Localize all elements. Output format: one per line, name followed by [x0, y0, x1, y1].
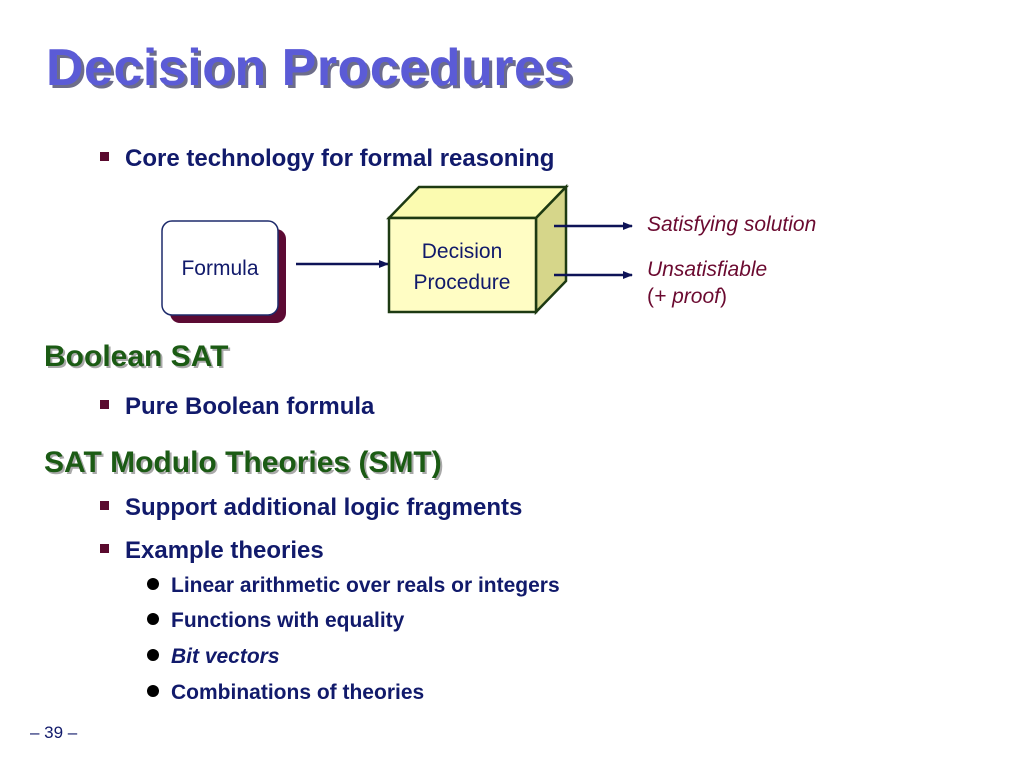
cube-label-line2: Procedure	[414, 271, 511, 294]
sub-bullet-text: Bit vectors	[171, 645, 280, 668]
cube-front-face	[387, 216, 538, 314]
formula-box	[161, 220, 279, 316]
output-unsat-label: Unsatisfiable	[647, 258, 768, 281]
bullet-pure-boolean: Pure Boolean formula	[100, 393, 374, 421]
sub-bullet-functions-equality: Functions with equality	[147, 609, 404, 633]
bullet-text: Support additional logic fragments	[125, 494, 523, 521]
proof-close-paren: )	[719, 285, 727, 308]
sub-bullet-text: Linear arithmetic over reals or integers	[171, 574, 560, 597]
square-bullet-icon	[100, 544, 109, 554]
output-satisfying-label: Satisfying solution	[647, 213, 817, 236]
section-heading-boolean-sat: Boolean SAT	[44, 340, 229, 373]
round-bullet-icon	[147, 613, 159, 626]
cube-label-line1: Decision	[422, 240, 503, 263]
bullet-text: Pure Boolean formula	[125, 393, 375, 420]
formula-box-label: Formula	[181, 257, 258, 280]
section-heading-smt: SAT Modulo Theories (SMT)	[44, 446, 442, 479]
round-bullet-icon	[147, 685, 159, 698]
sub-bullet-text: Combinations of theories	[171, 681, 425, 704]
bullet-support-fragments: Support additional logic fragments	[100, 494, 522, 522]
bullet-example-theories: Example theories	[100, 537, 324, 565]
proof-open-paren: (	[647, 285, 654, 308]
bullet-text: Example theories	[125, 537, 324, 564]
slide-title: Decision Procedures	[46, 39, 573, 97]
square-bullet-icon	[100, 501, 109, 511]
square-bullet-icon	[100, 400, 109, 410]
sub-bullet-bit-vectors: Bit vectors	[147, 645, 280, 669]
round-bullet-icon	[147, 649, 159, 662]
page-number: – 39 –	[30, 723, 78, 742]
sub-bullet-combinations: Combinations of theories	[147, 681, 424, 705]
square-bullet-icon	[100, 152, 109, 162]
sub-bullet-text: Functions with equality	[171, 609, 405, 632]
intro-bullet: Core technology for formal reasoning	[100, 145, 554, 173]
intro-bullet-text: Core technology for formal reasoning	[125, 145, 555, 172]
sub-bullet-linear-arithmetic: Linear arithmetic over reals or integers	[147, 574, 560, 598]
output-unsat-proof-label: (+ proof)	[647, 285, 727, 309]
proof-text: + proof	[654, 285, 720, 308]
round-bullet-icon	[147, 578, 159, 591]
